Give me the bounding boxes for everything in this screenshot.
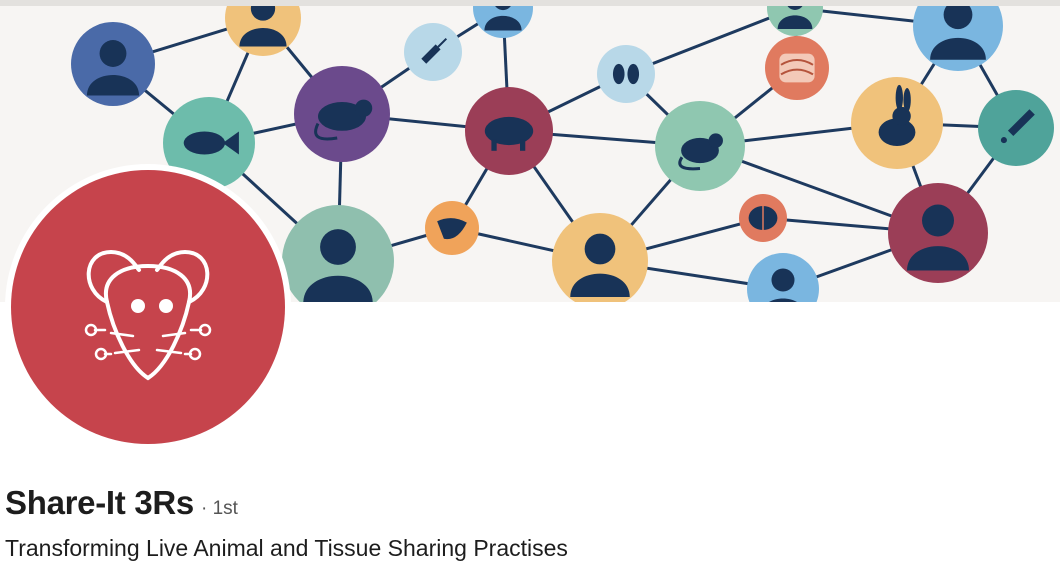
network-node bbox=[888, 183, 988, 283]
person-icon bbox=[760, 268, 806, 302]
profile-banner bbox=[0, 0, 1060, 302]
network-node bbox=[404, 23, 462, 81]
profile-name: Share-It 3Rs bbox=[5, 484, 194, 521]
network-node bbox=[765, 36, 829, 100]
person-icon bbox=[570, 233, 630, 297]
pig-icon bbox=[484, 116, 534, 151]
tissue-icon bbox=[779, 53, 815, 83]
liver-icon bbox=[437, 218, 467, 240]
name-row: Share-It 3Rs · 1st bbox=[5, 484, 238, 522]
network-node bbox=[767, 6, 823, 36]
kidney-icon bbox=[612, 63, 640, 85]
network-node bbox=[282, 205, 394, 302]
network-node bbox=[739, 194, 787, 242]
person-icon bbox=[907, 204, 969, 271]
network-node bbox=[465, 87, 553, 175]
syringe-icon bbox=[421, 37, 448, 64]
network-node bbox=[473, 6, 533, 38]
person-icon bbox=[777, 6, 813, 29]
network-illustration bbox=[71, 6, 1054, 302]
network-node bbox=[655, 101, 745, 191]
network-node bbox=[597, 45, 655, 103]
eye-icon bbox=[159, 299, 173, 313]
network-node bbox=[978, 90, 1054, 166]
network-node bbox=[747, 253, 819, 302]
person-icon bbox=[86, 40, 140, 96]
person-icon bbox=[930, 6, 986, 60]
avatar-background bbox=[11, 170, 285, 444]
network-edge bbox=[625, 6, 796, 76]
dropper-icon bbox=[1000, 109, 1035, 144]
person-icon bbox=[303, 229, 373, 302]
eye-icon bbox=[131, 299, 145, 313]
person-icon bbox=[239, 6, 287, 47]
network-node bbox=[163, 97, 255, 189]
profile-headline: Transforming Live Animal and Tissue Shar… bbox=[5, 535, 568, 561]
network-node bbox=[913, 6, 1003, 71]
network-node bbox=[225, 6, 301, 56]
network-node bbox=[294, 66, 390, 162]
network-node bbox=[851, 77, 943, 169]
network-node bbox=[71, 22, 155, 106]
mouse-logo-icon bbox=[84, 249, 212, 381]
mouse-icon bbox=[678, 133, 723, 171]
rat-icon bbox=[314, 99, 373, 141]
brain-icon bbox=[748, 206, 778, 230]
fish-icon bbox=[183, 131, 239, 155]
avatar[interactable] bbox=[5, 164, 291, 450]
network-node bbox=[552, 213, 648, 302]
rabbit-icon bbox=[878, 84, 916, 146]
person-icon bbox=[484, 6, 522, 31]
connection-degree: · 1st bbox=[200, 498, 238, 519]
network-node bbox=[425, 201, 479, 255]
